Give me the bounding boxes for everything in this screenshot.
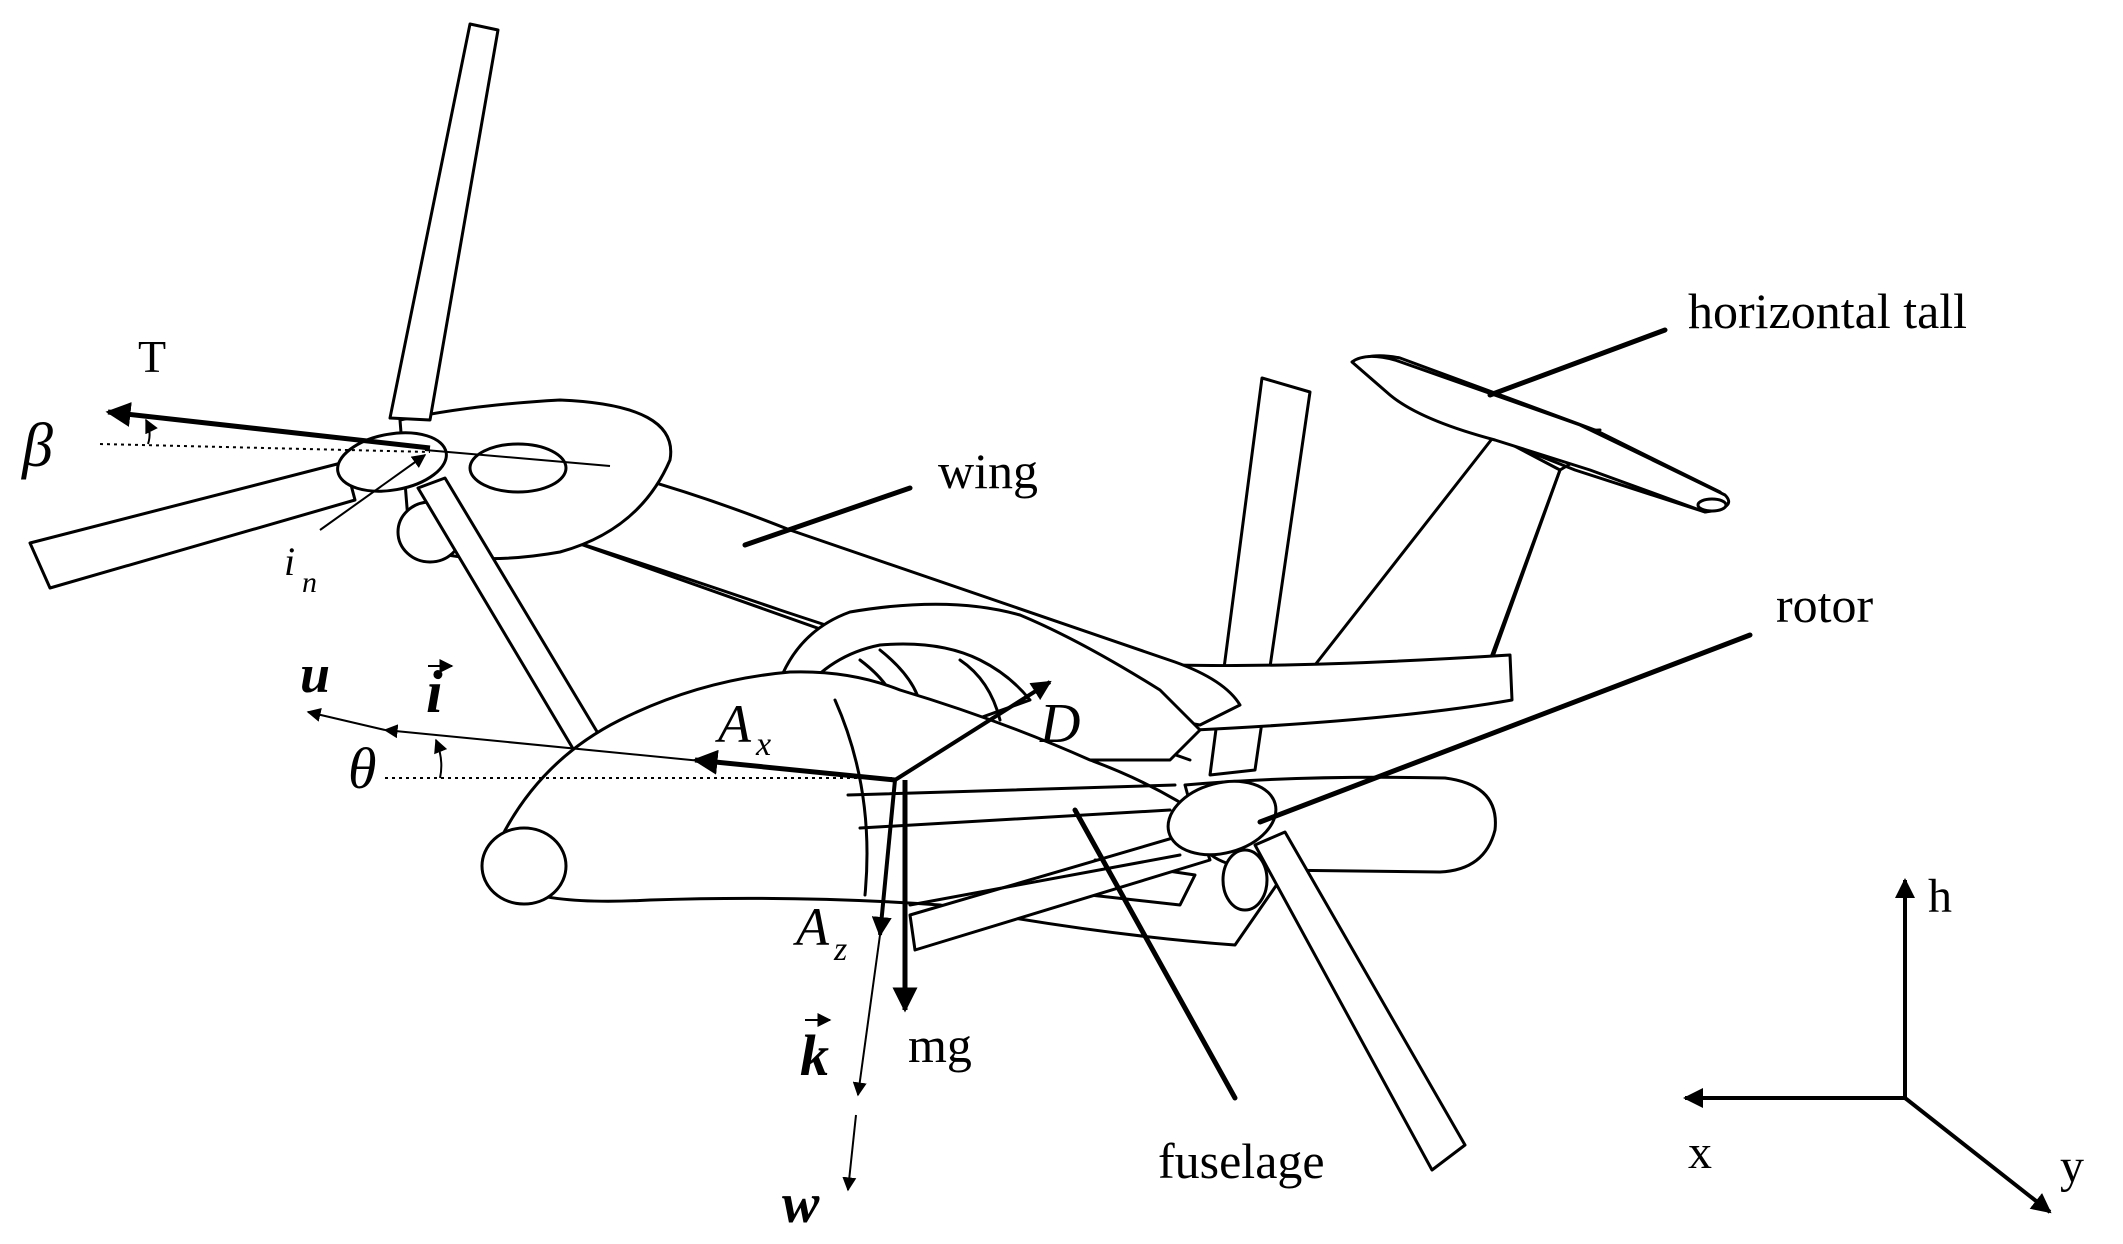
label-a-x-sub: x xyxy=(755,726,771,763)
i-n-leader xyxy=(319,454,427,531)
beta-angle-arc xyxy=(145,418,158,445)
label-d: D xyxy=(1039,693,1080,755)
right-rotor-hub xyxy=(1166,779,1278,857)
wing-leader xyxy=(742,485,913,548)
label-a-z-sub: z xyxy=(833,931,847,968)
label-axis-y: y xyxy=(2060,1140,2084,1193)
drag-vector xyxy=(893,680,1052,782)
right-rotor-lower-blade xyxy=(1253,830,1467,1172)
label-beta: β xyxy=(21,412,53,480)
k-vector-line xyxy=(852,934,881,1097)
label-mg: mg xyxy=(908,1017,972,1073)
fuselage-underline xyxy=(908,853,1182,907)
label-axis-x: x xyxy=(1688,1126,1712,1179)
label-w: w xyxy=(782,1173,820,1235)
theta-angle-arc xyxy=(434,738,448,779)
label-k-vec: k xyxy=(800,1023,829,1088)
axis-y-arrow xyxy=(1903,1096,2052,1214)
w-vector-line xyxy=(842,1114,857,1192)
i-n-axis xyxy=(424,449,611,467)
label-t: T xyxy=(138,331,166,382)
horizontal-tail-tip xyxy=(1696,497,1728,513)
fuselage-leader xyxy=(1072,807,1238,1101)
label-a-z: A xyxy=(793,897,830,957)
label-a-x: A xyxy=(715,694,752,754)
fuselage-side-line-2 xyxy=(858,808,1172,830)
label-fuselage: fuselage xyxy=(1158,1133,1325,1189)
label-i-vec: i xyxy=(426,659,443,725)
u-vector-line xyxy=(306,708,386,731)
left-rotor-left-blade xyxy=(28,460,357,590)
left-rotor-top-blade xyxy=(388,22,500,422)
left-nacelle-inner xyxy=(468,442,568,494)
thrust-vector xyxy=(105,402,431,451)
right-nacelle-lower xyxy=(1221,848,1269,912)
vertical-tail-edge xyxy=(1488,468,1562,662)
label-theta: θ xyxy=(348,736,377,801)
right-wing-rear xyxy=(1173,653,1514,732)
label-u: u xyxy=(300,644,330,704)
label-rotor: rotor xyxy=(1776,577,1874,633)
a-z-vector xyxy=(871,779,897,937)
label-wing: wing xyxy=(938,443,1038,499)
a-x-vector xyxy=(692,749,896,783)
rotor-leader xyxy=(1257,632,1753,825)
fuselage-nose-cap xyxy=(480,826,568,906)
beta-reference-line xyxy=(99,443,431,453)
label-axis-h: h xyxy=(1928,870,1952,923)
label-i-n-sub: n xyxy=(302,566,317,599)
label-horizontal-tall: horizontal tall xyxy=(1688,283,1967,339)
horizontal-tail-leader xyxy=(1487,327,1668,398)
label-i-n: i xyxy=(284,539,295,584)
